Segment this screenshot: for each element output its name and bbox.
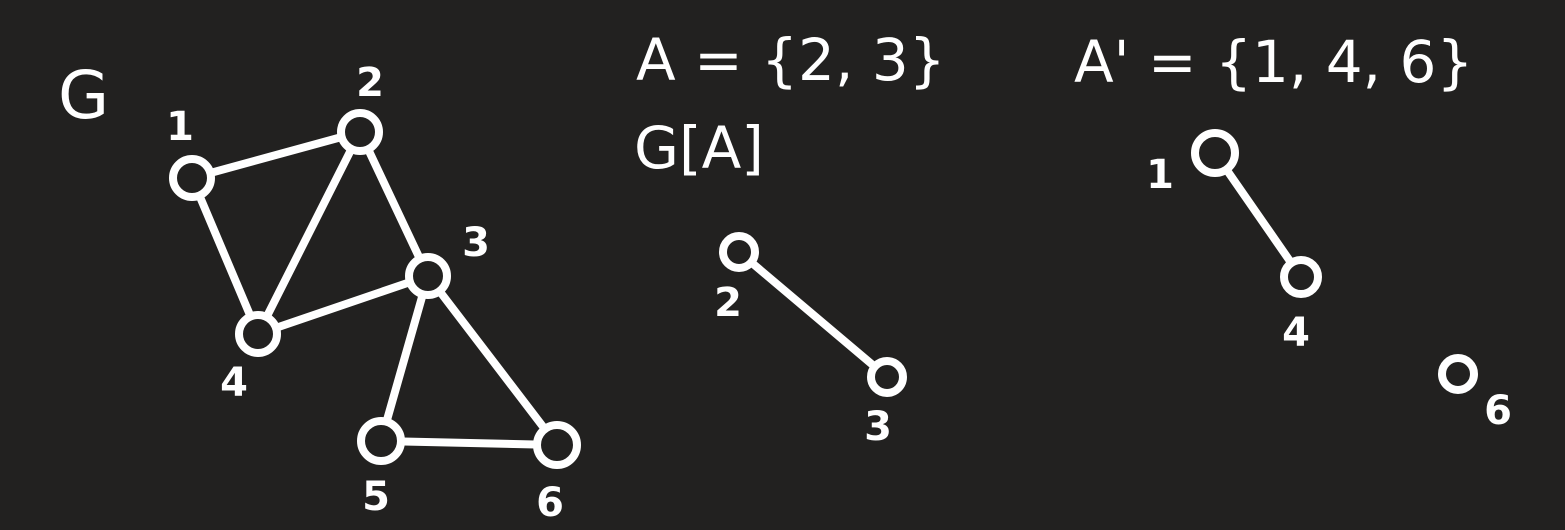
graph-g-nodes	[169, 109, 581, 469]
graph-g-node-5	[357, 417, 405, 465]
graph-g-edge-3-6	[424, 272, 561, 449]
graph-g-node-label-5: 5	[362, 474, 390, 520]
graph-g-edge-1-2	[188, 128, 364, 182]
graph-g-node-label-3: 3	[462, 220, 490, 266]
graph-g-node-3	[405, 253, 451, 299]
subgraph-a-complement-edge-1-4	[1211, 149, 1305, 281]
subgraph-a-complement-node-label-1: 1	[1146, 152, 1174, 198]
induced-subgraph-label: G[A]	[634, 114, 764, 182]
subgraph-a-node-label-3: 3	[864, 404, 892, 450]
subgraph-a-complement-node-label-6: 6	[1484, 388, 1512, 434]
graph-g-node-1	[169, 155, 215, 201]
set-a-complement-text: A' = {1, 4, 6}	[1074, 28, 1473, 96]
subgraph-a-labels: 23	[714, 280, 892, 450]
subgraph-a-complement-node-label-4: 4	[1282, 310, 1310, 356]
graph-g-edges	[188, 128, 561, 449]
subgraph-a-complement-edges	[1211, 149, 1305, 281]
graph-g-edge-1-4	[188, 174, 262, 338]
set-a-text: A = {2, 3}	[636, 26, 946, 94]
graph-g: 1 2 3 4 5 6	[166, 60, 581, 526]
graph-g-node-label-2: 2	[356, 60, 384, 106]
subgraph-a-complement-nodes	[1191, 129, 1478, 394]
graph-g-node-label-1: 1	[166, 104, 194, 150]
graph-g-node-6	[533, 421, 581, 469]
subgraph-a-complement: 1 4 6	[1146, 129, 1512, 434]
subgraph-a-edges	[735, 248, 891, 381]
graph-g-edge-2-3	[356, 128, 432, 280]
graph-g-node-2	[337, 109, 383, 155]
graph-g-edge-2-4	[254, 128, 364, 338]
subgraph-a-nodes	[719, 232, 907, 397]
graph-g-node-label-4: 4	[220, 360, 248, 406]
subgraph-a: 23	[714, 232, 907, 450]
subgraph-a-node-2	[719, 232, 759, 272]
graph-g-edge-3-5	[377, 272, 432, 445]
subgraph-a-node-3	[867, 357, 907, 397]
graph-g-title: G	[58, 57, 109, 134]
graph-g-labels: 1 2 3 4 5 6	[166, 60, 564, 526]
subgraph-a-complement-node-4	[1280, 256, 1322, 298]
graph-g-node-label-6: 6	[536, 480, 564, 526]
subgraph-a-complement-labels: 1 4 6	[1146, 152, 1512, 434]
graph-g-edge-5-6	[377, 437, 561, 449]
subgraph-a-node-label-2: 2	[714, 280, 742, 326]
subgraph-a-edge-2-3	[735, 248, 891, 381]
graph-g-edge-3-4	[254, 272, 432, 338]
graph-g-node-4	[235, 311, 281, 357]
subgraph-a-complement-node-6	[1438, 354, 1478, 394]
subgraph-a-complement-node-1	[1191, 129, 1239, 177]
